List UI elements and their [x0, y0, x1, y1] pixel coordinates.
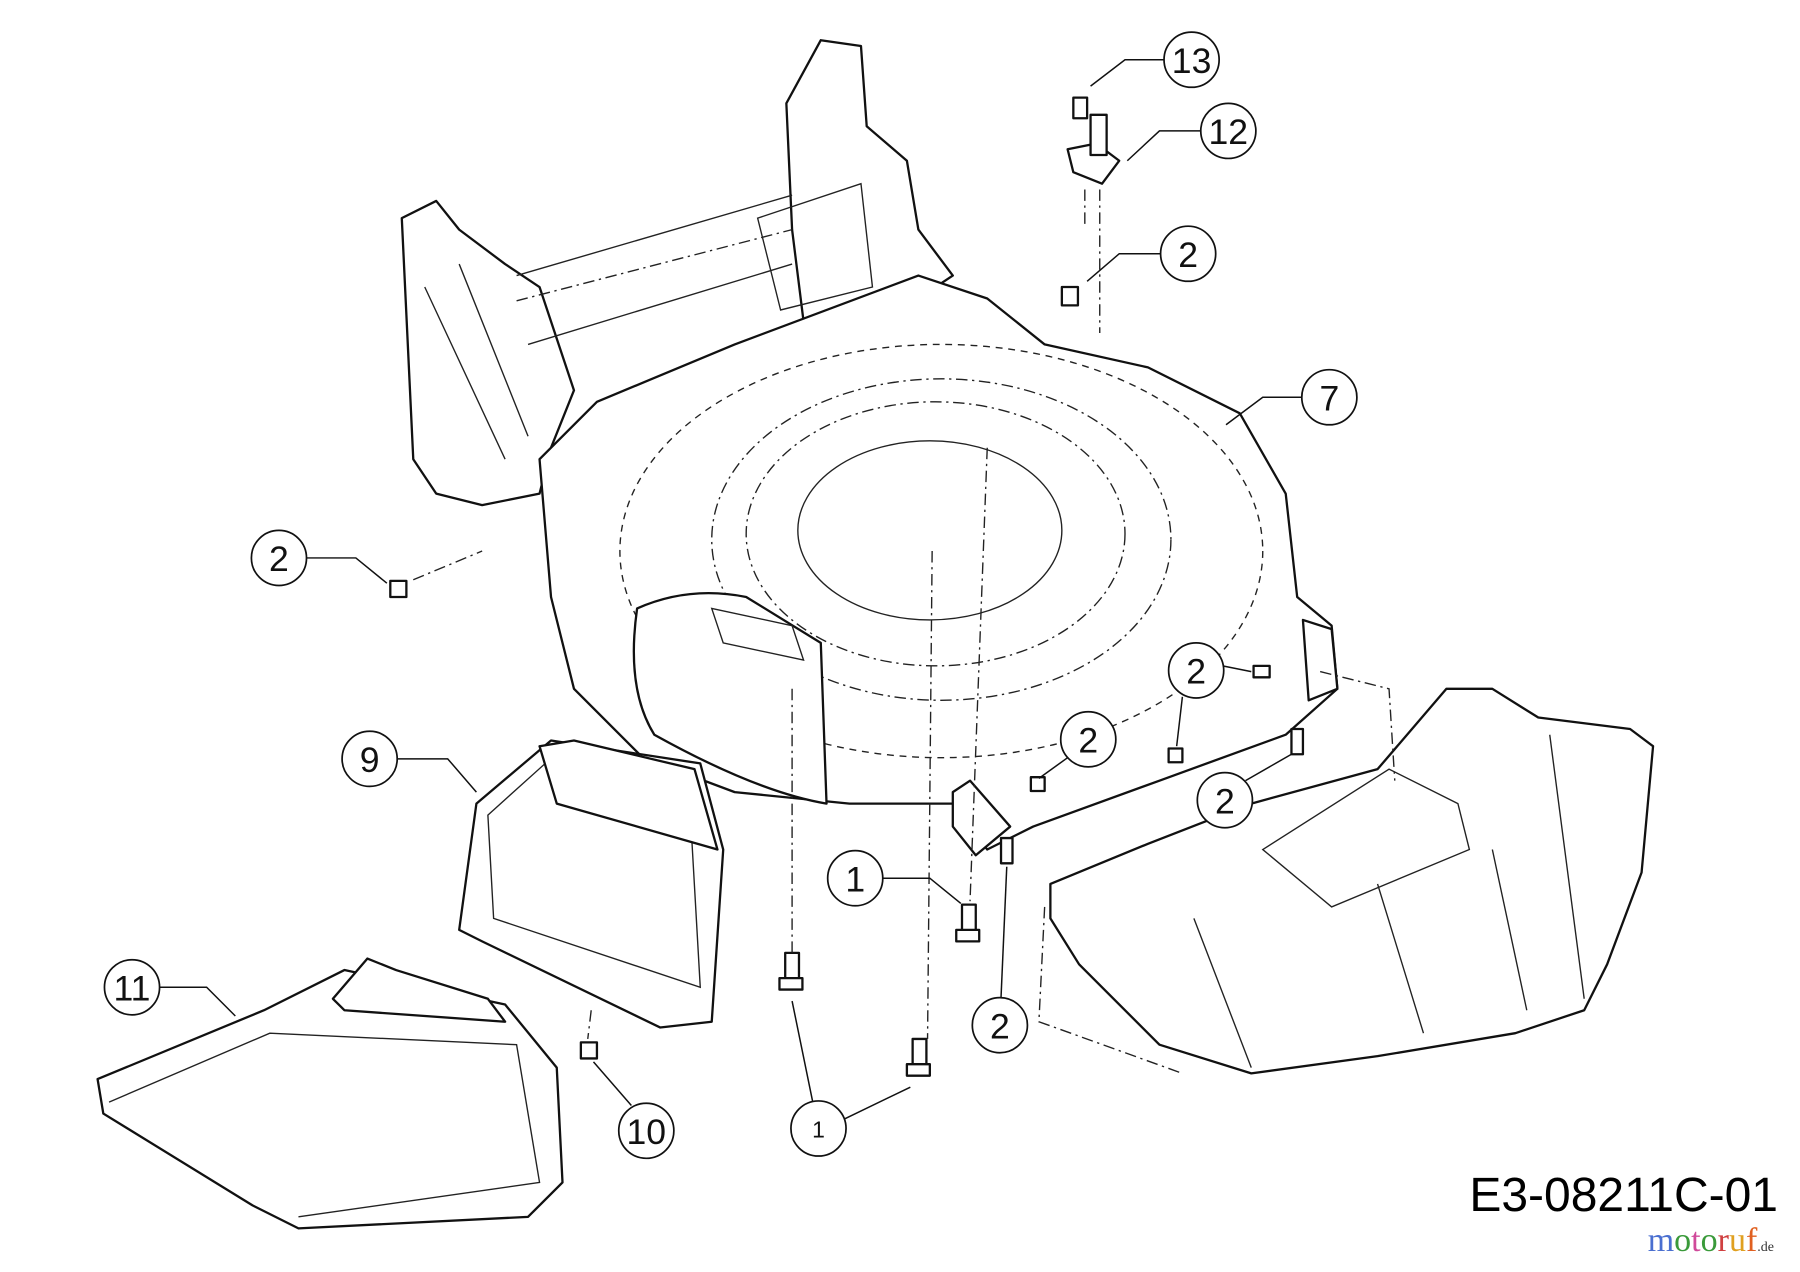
callout-layer: 13 12 2 7 2 2 2 2 9 1 2 11 10 1: [103, 31, 1358, 1160]
svg-text:1: 1: [812, 1117, 825, 1143]
callout-2-right-a[interactable]: 2: [1167, 642, 1252, 747]
svg-text:10: 10: [627, 1112, 667, 1152]
chute-adapter: [1038, 670, 1655, 1075]
svg-text:2: 2: [990, 1006, 1010, 1046]
callout-2-top[interactable]: 2: [1086, 225, 1217, 283]
callout-2-bottom[interactable]: 2: [971, 866, 1029, 1054]
rear-flap: [458, 739, 725, 1029]
callout-1-bottom[interactable]: 1: [790, 1000, 911, 1157]
svg-text:2: 2: [1178, 235, 1198, 275]
fasteners: [389, 96, 1305, 1077]
svg-text:2: 2: [1078, 720, 1098, 760]
callout-13[interactable]: 13: [1090, 31, 1220, 89]
callout-11[interactable]: 11: [103, 958, 236, 1017]
callout-7[interactable]: 7: [1225, 368, 1358, 426]
mower-deck: [538, 274, 1339, 857]
callout-12[interactable]: 12: [1126, 102, 1257, 162]
svg-text:2: 2: [269, 539, 289, 579]
svg-text:2: 2: [1215, 781, 1235, 821]
svg-text:1: 1: [845, 859, 865, 899]
handle-bracket-frame: [400, 39, 954, 507]
callout-2-right-c[interactable]: 2: [1196, 753, 1292, 829]
callout-1-top[interactable]: 1: [826, 849, 962, 907]
svg-text:2: 2: [1186, 652, 1206, 692]
side-discharge-chute: [96, 957, 564, 1230]
callout-2-left[interactable]: 2: [250, 529, 388, 587]
watermark-logo: motoruf.de: [1647, 1222, 1774, 1259]
svg-text:12: 12: [1209, 112, 1249, 152]
callout-10[interactable]: 10: [592, 1061, 675, 1160]
callout-2-right-b[interactable]: 2: [1038, 710, 1117, 779]
svg-text:13: 13: [1172, 41, 1212, 81]
diagram-code: E3-08211C-01: [1469, 1169, 1778, 1222]
svg-text:7: 7: [1319, 378, 1339, 418]
svg-text:11: 11: [114, 968, 151, 1008]
callout-9[interactable]: 9: [341, 730, 477, 793]
svg-text:9: 9: [360, 740, 380, 780]
